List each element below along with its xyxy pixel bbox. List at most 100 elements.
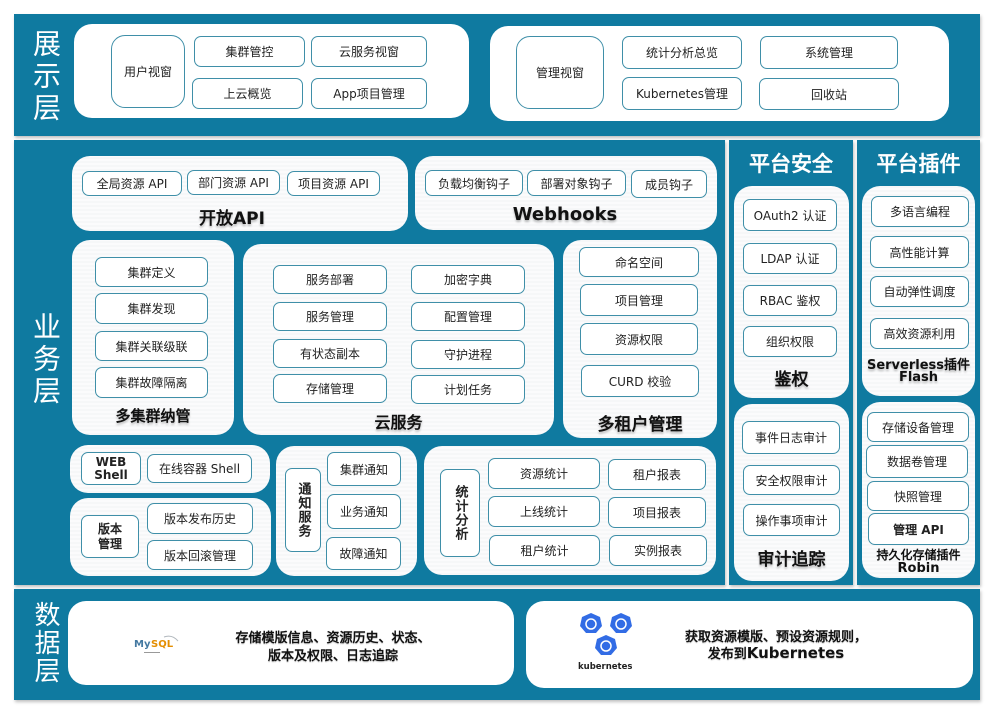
- hpc-box[interactable]: 高性能计算: [870, 236, 969, 268]
- ldap-box[interactable]: LDAP 认证: [743, 243, 837, 274]
- web-shell-label-box: WEB Shell: [81, 452, 141, 485]
- cloud-service-view-box[interactable]: 云服务视窗: [311, 36, 427, 67]
- cluster-control-box[interactable]: 集群管控: [194, 36, 305, 67]
- svg-text:SQL: SQL: [151, 639, 174, 650]
- resource-permission-box[interactable]: 资源权限: [580, 323, 698, 355]
- user-view-box[interactable]: 用户视窗: [111, 35, 185, 108]
- management-api-box[interactable]: 管理 API: [868, 513, 969, 545]
- stats-overview-box[interactable]: 统计分析总览: [622, 36, 742, 69]
- storage-mgmt-box[interactable]: 存储管理: [273, 374, 387, 403]
- business-layer-label: 业务层: [29, 312, 62, 408]
- curd-check-box[interactable]: CURD 校验: [581, 365, 699, 397]
- event-log-audit-box[interactable]: 事件日志审计: [742, 421, 840, 454]
- cloud-service-panel: 服务部署 加密字典 服务管理 配置管理 有状态副本 守护进程 存储管理 计划任务…: [243, 244, 554, 435]
- web-shell-panel: WEB Shell 在线容器 Shell: [70, 445, 270, 493]
- kubernetes-desc-prefix: 发布到: [707, 647, 747, 662]
- operation-audit-box[interactable]: 操作事项审计: [743, 504, 840, 536]
- secret-dict-box[interactable]: 加密字典: [411, 265, 525, 294]
- lb-hook-box[interactable]: 负载均衡钩子: [425, 170, 523, 196]
- mysql-desc-line1: 存储模版信息、资源历史、状态、: [235, 631, 431, 646]
- app-project-mgmt-box[interactable]: App项目管理: [311, 78, 427, 109]
- member-hook-box[interactable]: 成员钩子: [631, 170, 707, 198]
- notification-panel: 通知服务 集群通知 业务通知 故障通知: [276, 446, 417, 576]
- release-history-box[interactable]: 版本发布历史: [147, 503, 253, 534]
- stateful-replica-box[interactable]: 有状态副本: [273, 339, 387, 368]
- online-stats-box[interactable]: 上线统计: [488, 496, 600, 527]
- multi-cluster-panel: 集群定义 集群发现 集群关联级联 集群故障隔离 多集群纳管: [72, 240, 234, 435]
- serverless-title-line1: Serverless插件: [866, 358, 971, 373]
- open-api-title: 开放API: [199, 209, 265, 229]
- service-mgmt-box[interactable]: 服务管理: [273, 302, 387, 331]
- kubernetes-helm-icon: kubernetes: [578, 613, 632, 672]
- platform-plugins-title: 平台插件: [876, 152, 961, 176]
- cluster-notify-box[interactable]: 集群通知: [327, 452, 401, 486]
- version-mgmt-label-box: 版本管理: [81, 515, 139, 558]
- security-perm-audit-box[interactable]: 安全权限审计: [743, 465, 840, 495]
- user-view-panel: 用户视窗 集群管控 云服务视窗 上云概览 App项目管理: [74, 24, 469, 118]
- platform-plugins-column: 平台插件 多语言编程 高性能计算 自动弹性调度 高效资源利用 Serverles…: [857, 140, 980, 585]
- multi-lang-box[interactable]: 多语言编程: [871, 196, 969, 227]
- rbac-box[interactable]: RBAC 鉴权: [743, 285, 837, 316]
- resource-efficiency-box[interactable]: 高效资源利用: [870, 318, 969, 349]
- audit-panel: 事件日志审计 安全权限审计 操作事项审计 审计追踪: [734, 404, 849, 581]
- version-mgmt-panel: 版本管理 版本发布历史 版本回滚管理: [70, 498, 271, 576]
- admin-view-box[interactable]: 管理视窗: [516, 36, 604, 109]
- instance-report-box[interactable]: 实例报表: [609, 535, 707, 566]
- scheduled-task-box[interactable]: 计划任务: [411, 375, 525, 404]
- tenant-stats-box[interactable]: 租户统计: [489, 535, 600, 566]
- kubernetes-mgmt-box[interactable]: Kubernetes管理: [622, 77, 742, 110]
- storage-device-mgmt-box[interactable]: 存储设备管理: [867, 412, 969, 442]
- snapshot-mgmt-box[interactable]: 快照管理: [867, 481, 969, 511]
- config-mgmt-box[interactable]: 配置管理: [411, 302, 525, 331]
- rollback-mgmt-box[interactable]: 版本回滚管理: [147, 540, 253, 570]
- mysql-desc-line2: 版本及权限、日志追踪: [267, 649, 398, 664]
- fault-notify-box[interactable]: 故障通知: [326, 537, 401, 570]
- org-permission-box[interactable]: 组织权限: [743, 326, 837, 357]
- recycle-bin-box[interactable]: 回收站: [759, 78, 899, 110]
- dept-resource-api-box[interactable]: 部门资源 API: [187, 170, 280, 195]
- kubernetes-desc-bold: Kubernetes: [746, 644, 845, 662]
- open-api-panel: 全局资源 API 部门资源 API 项目资源 API 开放API: [72, 156, 408, 231]
- statistics-panel: 统计分析 资源统计 租户报表 上线统计 项目报表 租户统计 实例报表: [424, 446, 716, 575]
- kubernetes-desc-line1: 获取资源模版、预设资源规则，: [684, 630, 867, 645]
- auth-title: 鉴权: [774, 370, 809, 390]
- daemon-process-box[interactable]: 守护进程: [411, 340, 525, 369]
- global-resource-api-box[interactable]: 全局资源 API: [82, 171, 182, 196]
- storage-plugin-panel: 存储设备管理 数据卷管理 快照管理 管理 API 持久化存储插件 Robin: [862, 402, 975, 578]
- statistics-label-box: 统计分析: [440, 469, 480, 557]
- mysql-dolphin-icon: My SQL: [134, 635, 179, 653]
- project-mgmt-box[interactable]: 项目管理: [580, 284, 698, 316]
- serverless-panel: 多语言编程 高性能计算 自动弹性调度 高效资源利用 Serverless插件 F…: [862, 186, 975, 396]
- presentation-layer: 展示层 用户视窗 集群管控 云服务视窗 上云概览 App项目管理 管理视窗 统计…: [14, 14, 980, 136]
- cluster-cascade-box[interactable]: 集群关联级联: [95, 331, 208, 361]
- resource-stats-box[interactable]: 资源统计: [488, 458, 600, 489]
- service-deploy-box[interactable]: 服务部署: [273, 265, 387, 294]
- project-report-box[interactable]: 项目报表: [608, 497, 706, 528]
- storage-title-line2: Robin: [897, 561, 940, 576]
- multi-tenant-panel: 命名空间 项目管理 资源权限 CURD 校验 多租户管理: [563, 240, 717, 438]
- webhooks-panel: 负载均衡钩子 部署对象钩子 成员钩子 Webhooks: [415, 156, 717, 230]
- cluster-fault-isolation-box[interactable]: 集群故障隔离: [95, 367, 208, 398]
- kubernetes-panel: kubernetes 获取资源模版、预设资源规则， 发布到Kubernetes: [526, 601, 973, 688]
- auto-scaling-box[interactable]: 自动弹性调度: [870, 276, 969, 307]
- cloud-overview-box[interactable]: 上云概览: [192, 78, 303, 109]
- multi-tenant-title: 多租户管理: [597, 415, 683, 435]
- multi-cluster-title: 多集群纳管: [115, 407, 191, 425]
- oauth2-box[interactable]: OAuth2 认证: [743, 199, 837, 231]
- tenant-report-box[interactable]: 租户报表: [608, 459, 706, 490]
- auth-panel: OAuth2 认证 LDAP 认证 RBAC 鉴权 组织权限 鉴权: [734, 186, 849, 398]
- webhooks-title: Webhooks: [512, 204, 618, 225]
- data-layer: 数据层 My SQL 存储模版信息、资源历史、状态、 版本及权限、日志追踪: [14, 589, 980, 700]
- platform-security-title: 平台安全: [749, 152, 833, 176]
- business-notify-box[interactable]: 业务通知: [327, 494, 401, 529]
- mysql-logo: My SQL: [134, 631, 184, 657]
- kubernetes-logo: kubernetes: [578, 611, 638, 675]
- namespace-box[interactable]: 命名空间: [579, 247, 699, 277]
- cluster-discovery-box[interactable]: 集群发现: [95, 293, 208, 324]
- volume-mgmt-box[interactable]: 数据卷管理: [866, 445, 968, 478]
- deploy-object-hook-box[interactable]: 部署对象钩子: [527, 170, 626, 196]
- project-resource-api-box[interactable]: 项目资源 API: [287, 171, 380, 196]
- system-mgmt-box[interactable]: 系统管理: [760, 36, 898, 69]
- online-container-shell-box[interactable]: 在线容器 Shell: [147, 454, 252, 483]
- cluster-define-box[interactable]: 集群定义: [95, 257, 208, 287]
